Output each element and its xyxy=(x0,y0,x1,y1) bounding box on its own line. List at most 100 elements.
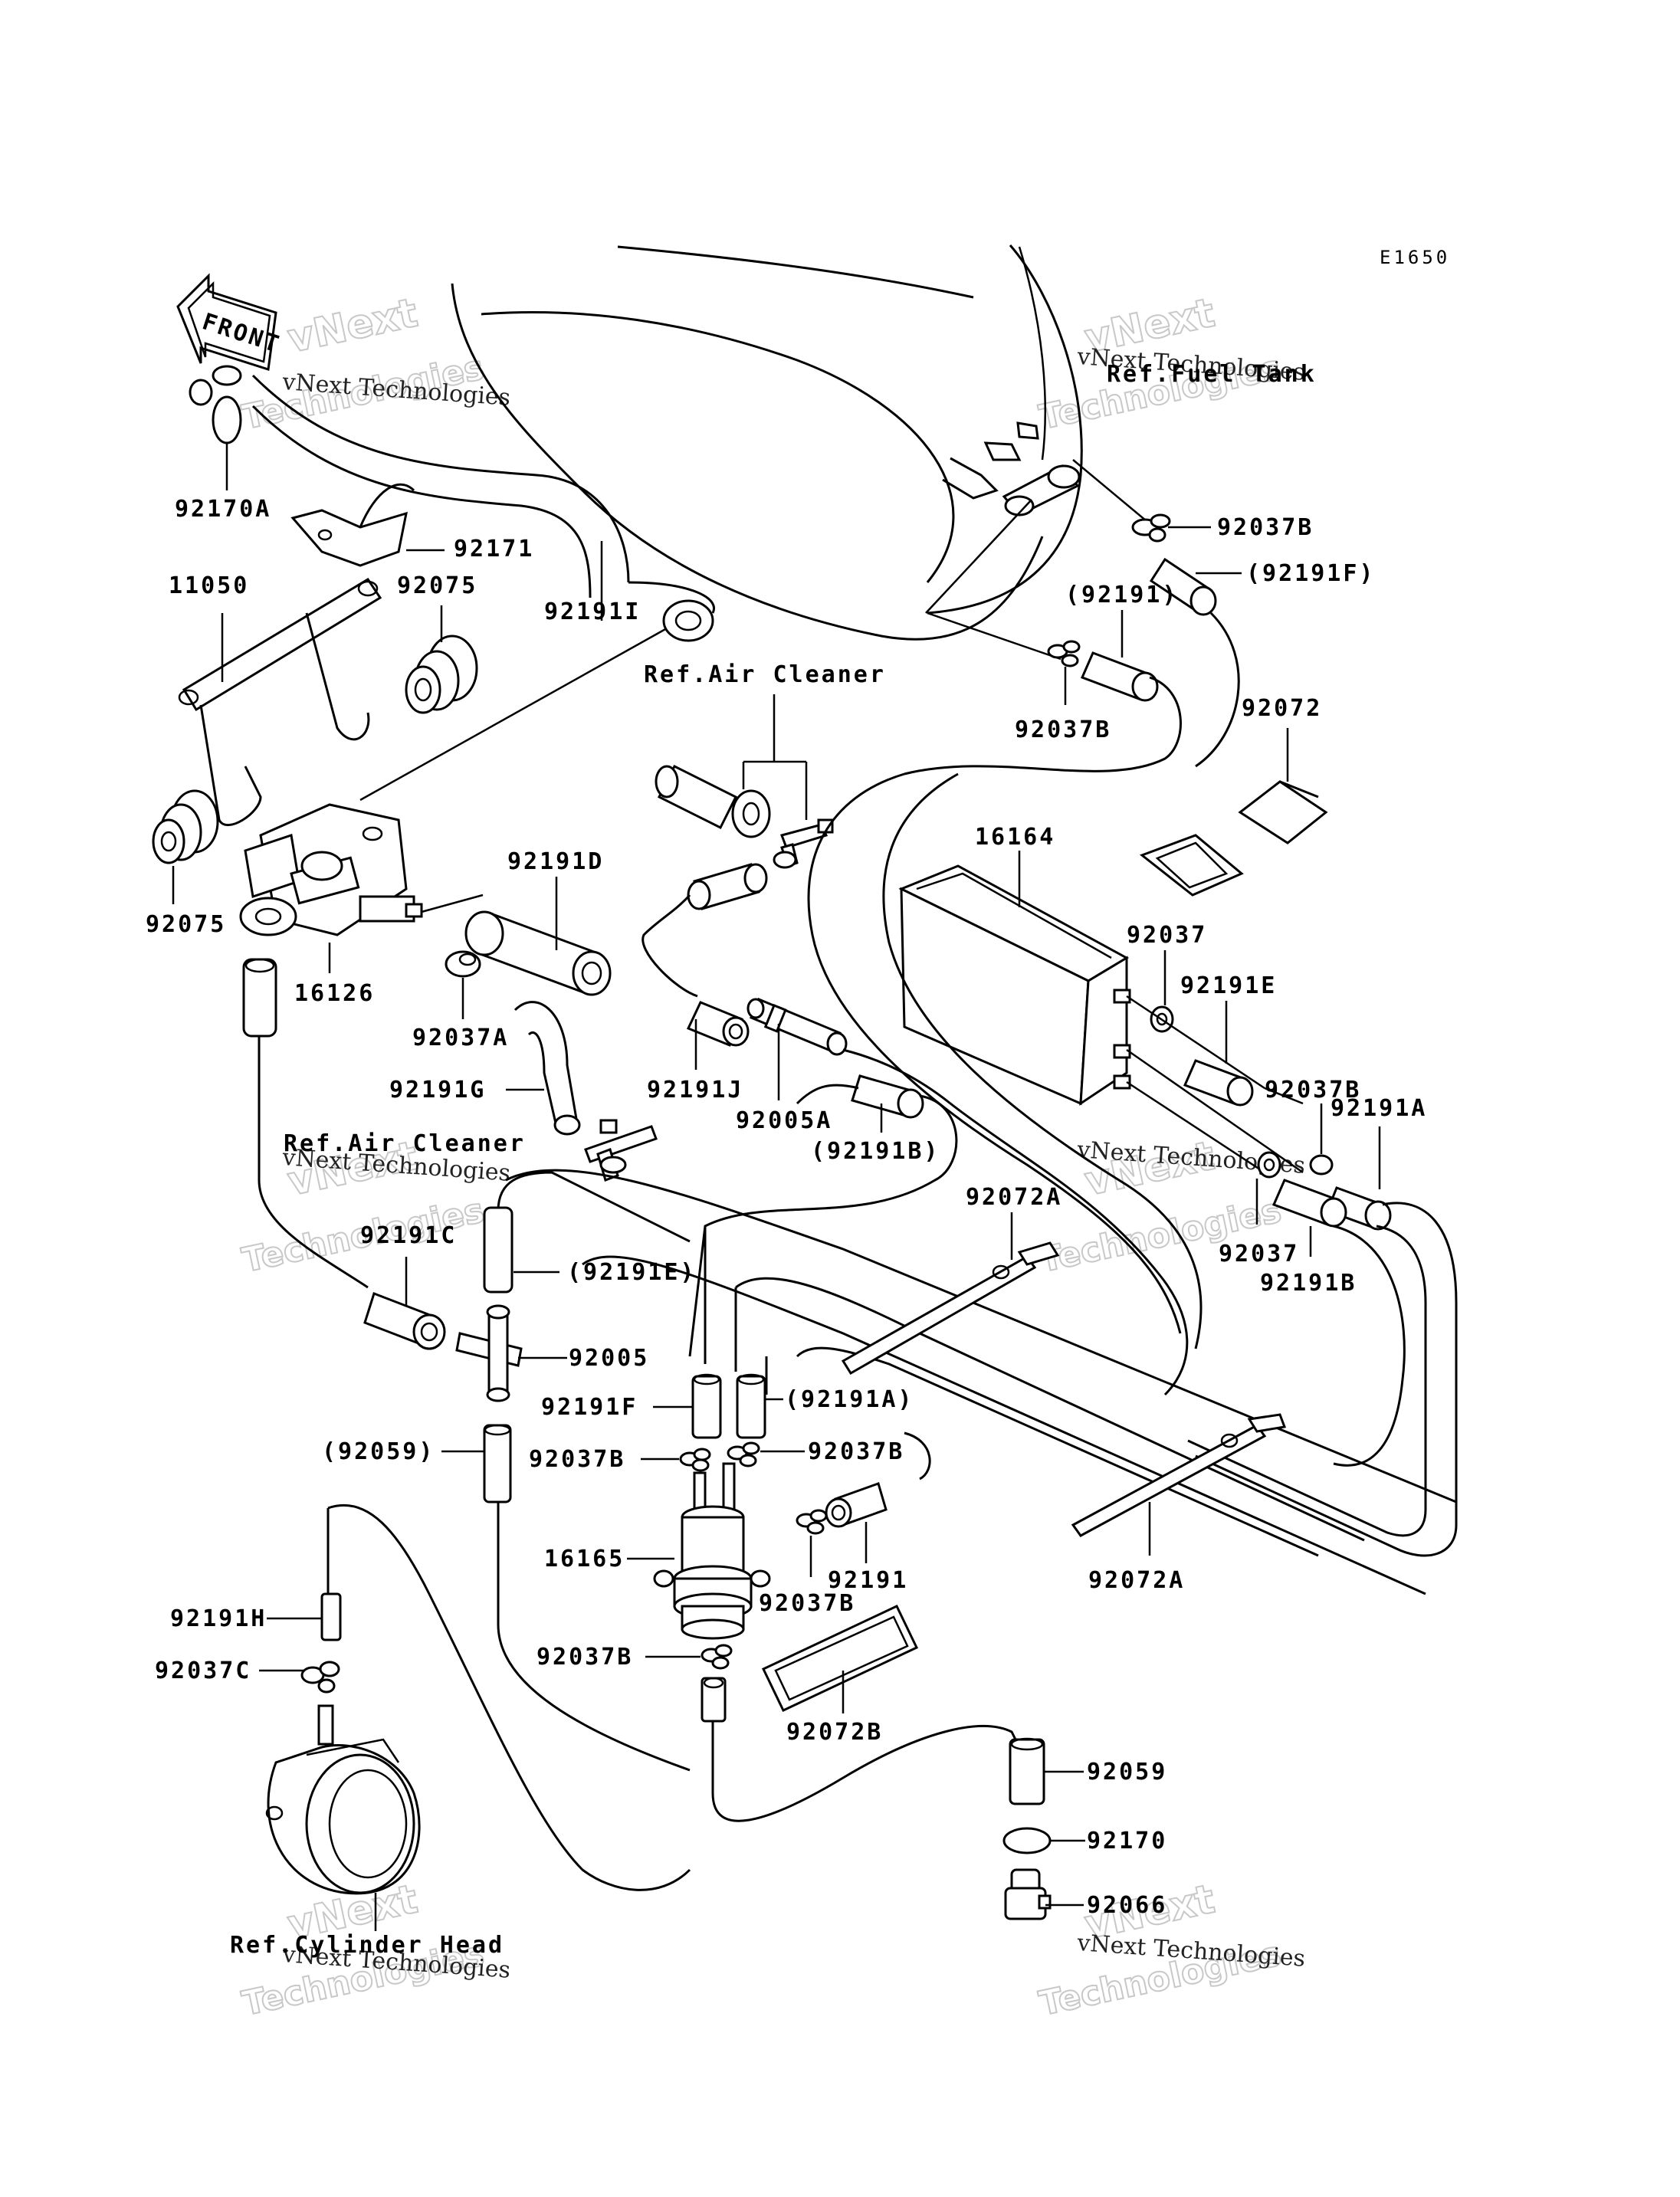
label-92072A-2: 92072A xyxy=(1088,1567,1185,1594)
tube-92191A xyxy=(1187,1126,1458,1557)
tube-92191C xyxy=(363,1257,446,1350)
label-92191D: 92191D xyxy=(507,848,604,875)
bracket-92171 xyxy=(290,483,445,567)
strap-92072A-2 xyxy=(1071,1413,1287,1556)
label-92037B-5: 92037B xyxy=(808,1438,904,1465)
label-92072B: 92072B xyxy=(786,1719,883,1746)
label-92191I: 92191I xyxy=(544,598,641,625)
lower-left-assembly xyxy=(259,1503,691,1931)
label-11050: 11050 xyxy=(169,572,249,599)
label-92191H: 92191H xyxy=(170,1605,267,1632)
label-92191A-paren: (92191A) xyxy=(785,1386,914,1413)
clip-92037B-4 xyxy=(641,1448,711,1472)
strap-92072B xyxy=(761,1605,919,1713)
label-92037B-2: 92037B xyxy=(1015,716,1111,743)
tube-92191B-paren xyxy=(688,1074,958,1357)
tube-92191A-paren xyxy=(736,1373,783,1439)
clip-92037B-2 xyxy=(1047,640,1081,705)
label-92191B-paren: (92191B) xyxy=(811,1138,940,1165)
label-92037B-3: 92037B xyxy=(1265,1077,1361,1103)
clip-92037B-top xyxy=(1131,513,1211,543)
watermark-brand-text: vNext xyxy=(284,290,422,362)
tube-92191-paren xyxy=(904,610,1240,776)
label-92037A: 92037A xyxy=(412,1025,509,1051)
valve-16126 xyxy=(239,627,668,973)
ref-cylinder-head: Ref.Cylinder Head xyxy=(230,1932,504,1959)
tee-fitting-left xyxy=(584,1119,658,1182)
label-92191E-paren: (92191E) xyxy=(567,1259,697,1286)
clamp-92170A xyxy=(189,365,242,490)
tank-fittings xyxy=(925,421,1166,661)
hose-routing-left xyxy=(242,958,369,1289)
clip-92037-2 xyxy=(1255,1151,1281,1225)
tube-92191F-paren xyxy=(1149,557,1242,616)
label-92170: 92170 xyxy=(1087,1828,1167,1854)
label-92037-2: 92037 xyxy=(1219,1241,1299,1267)
grommet-92075-left xyxy=(152,789,219,904)
main-hose-routes xyxy=(505,772,1457,1595)
ref-fuel-tank: Ref.Fuel Tank xyxy=(1107,361,1317,388)
strap-92072A-1 xyxy=(841,1212,1060,1376)
clip-92037A xyxy=(445,950,481,1019)
label-92059-paren: (92059) xyxy=(322,1438,435,1465)
clamp-92170 xyxy=(1002,1827,1085,1854)
label-92191A: 92191A xyxy=(1331,1095,1427,1122)
tube-92191D xyxy=(421,877,612,996)
label-92037B-1: 92037B xyxy=(1217,514,1314,541)
diagram-code: E1650 xyxy=(1380,247,1450,268)
pipe-92005A xyxy=(746,998,1189,1396)
label-92037C: 92037C xyxy=(155,1658,251,1684)
label-92072A-1: 92072A xyxy=(966,1184,1062,1211)
ref-air-cleaner-mid: Ref.Air Cleaner xyxy=(284,1130,526,1157)
label-92191C: 92191C xyxy=(360,1222,457,1249)
watermark-bottom-right: vNext Technologies vNext Technologies xyxy=(1035,1875,1306,2024)
hose-92191G xyxy=(506,1001,581,1136)
hose-routing-center xyxy=(441,1171,691,1772)
front-arrow-icon: FRONT xyxy=(176,273,284,371)
canister-hose-lines xyxy=(1126,995,1304,1174)
label-92191F-paren: (92191F) xyxy=(1246,560,1376,587)
label-92066: 92066 xyxy=(1087,1892,1167,1919)
strap-92072 xyxy=(1139,728,1328,897)
clip-92037B-5 xyxy=(727,1431,931,1481)
clip-92037B-3 xyxy=(1309,1103,1334,1176)
label-92037B-6: 92037B xyxy=(759,1590,855,1617)
label-16164: 16164 xyxy=(975,824,1055,851)
label-92005A: 92005A xyxy=(736,1107,832,1134)
label-92191E: 92191E xyxy=(1180,972,1277,999)
label-92191B: 92191B xyxy=(1260,1270,1357,1297)
hose-92191I xyxy=(251,374,715,642)
label-92059: 92059 xyxy=(1087,1759,1167,1785)
tube-center-upper xyxy=(641,863,768,998)
label-16126: 16126 xyxy=(294,980,375,1007)
label-16165: 16165 xyxy=(544,1546,625,1572)
tube-92191 xyxy=(825,1482,888,1563)
tube-92191F xyxy=(653,1373,722,1439)
label-92037B-7: 92037B xyxy=(536,1644,633,1671)
label-92191-paren: (92191) xyxy=(1065,582,1178,608)
tube-92191E xyxy=(1183,1001,1254,1107)
ref-air-cleaner-top: Ref.Air Cleaner xyxy=(644,661,886,688)
label-92075-left: 92075 xyxy=(146,911,226,938)
label-92191J: 92191J xyxy=(647,1077,743,1103)
air-cleaner-fittings xyxy=(655,694,834,869)
label-92075-top: 92075 xyxy=(397,572,477,599)
label-92191: 92191 xyxy=(828,1567,908,1594)
label-92072: 92072 xyxy=(1242,695,1322,722)
label-92191F: 92191F xyxy=(541,1394,638,1421)
label-92037B-4: 92037B xyxy=(529,1446,625,1473)
label-92170A: 92170A xyxy=(175,496,271,523)
canister-16164 xyxy=(898,851,1131,1106)
cap-92066 xyxy=(1004,1868,1084,1920)
label-92005: 92005 xyxy=(569,1345,649,1372)
tube-92191B xyxy=(1271,1179,1406,1467)
tube-92059 xyxy=(1009,1737,1084,1805)
fuel-tank-outline xyxy=(451,244,1083,641)
label-92191G: 92191G xyxy=(389,1077,486,1103)
fuel-pump-16165 xyxy=(627,1462,771,1640)
bracket-11050 xyxy=(178,577,382,826)
clip-92037B-6 xyxy=(796,1509,828,1577)
label-92037-1: 92037 xyxy=(1127,922,1207,949)
grommet-92075-top xyxy=(405,605,478,714)
